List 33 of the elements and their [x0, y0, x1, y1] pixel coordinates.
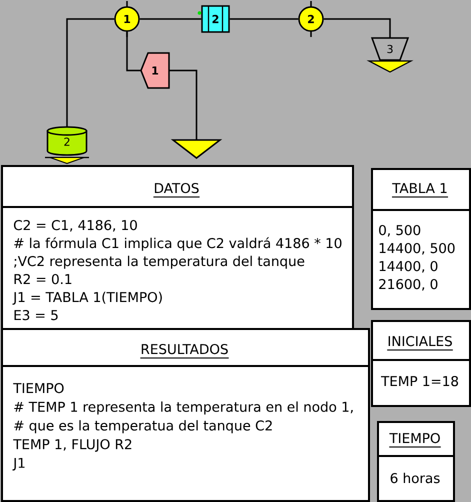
text-line: E3 = 5	[14, 310, 58, 320]
text-line: ;VC2 representa la temperatura del tanque	[14, 256, 304, 269]
text-line: # TEMP 1 representa la temperatura en el nodo 1,	[14, 401, 353, 414]
text-line: J1	[12, 458, 25, 470]
connector-line	[324, 18, 391, 38]
text-line: TIEMPO	[13, 382, 64, 394]
text-line: 6 horas	[390, 472, 440, 484]
text-line: 21600, 0	[379, 278, 438, 291]
text-line: 14400, 500	[380, 242, 455, 255]
text-panel	[1, 165, 354, 330]
text-line: TEMP 1=18	[381, 376, 458, 386]
text-line: R2 = 0.1	[14, 274, 72, 284]
text-line: C2 = C1, 4186, 10	[14, 220, 137, 232]
text-panel	[377, 421, 455, 502]
connector-line	[230, 18, 298, 20]
connector-line	[66, 18, 114, 127]
connector-line	[140, 18, 202, 20]
panel-heading: TABLA 1	[391, 183, 449, 198]
connector-line	[126, 32, 141, 72]
text-line: # que es la temperatua del tanque C2	[14, 420, 272, 434]
connector-line	[169, 70, 198, 140]
text-panel	[371, 320, 471, 407]
panel-heading: RESULTADOS	[140, 344, 230, 358]
text-line: TEMP 1, FLUJO R2	[13, 439, 132, 452]
panel-heading: DATOS	[152, 182, 200, 198]
panel-heading: INICIALES	[386, 336, 454, 350]
text-panel	[371, 168, 471, 310]
text-line: 0, 500	[379, 224, 420, 237]
text-panel	[1, 328, 370, 502]
panel-heading: TIEMPO	[388, 432, 442, 448]
text-line: # la fórmula C1 implica que C2 valdrá 4186 * 10	[14, 237, 342, 251]
text-line: J1 = TABLA 1(TIEMPO)	[12, 292, 162, 305]
text-line: 14400, 0	[380, 260, 438, 273]
